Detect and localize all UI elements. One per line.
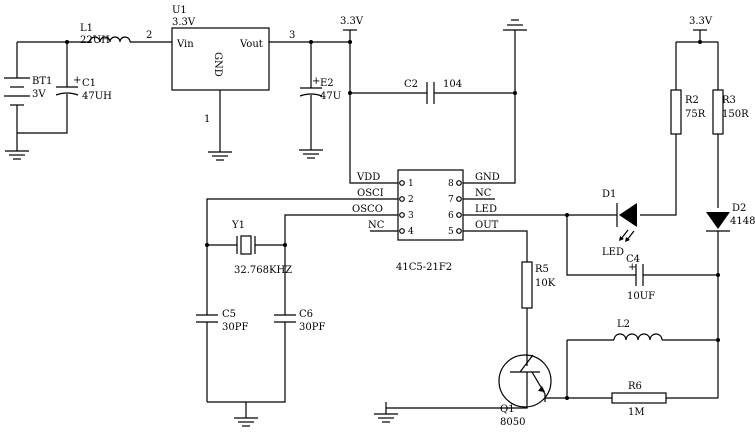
junction-dot <box>698 40 702 44</box>
ic-nc-right-label: NC <box>475 188 492 199</box>
inductor-l2 <box>566 333 718 398</box>
wire-out-r5 <box>463 230 528 262</box>
d2-ref: D2 <box>732 203 746 214</box>
ground-symbol-osc <box>234 402 258 427</box>
u1-vin-label: Vin <box>176 39 194 50</box>
junction-dot <box>716 338 720 342</box>
ic-led-label: LED <box>475 204 497 215</box>
u1-vout-label: Vout <box>239 39 263 50</box>
c1-value: 47UH <box>82 91 112 102</box>
r5-ref: R5 <box>535 264 549 275</box>
ic-pin7-number: 7 <box>448 195 454 205</box>
ground-symbol-top <box>463 19 527 184</box>
c5-value: 30PF <box>222 322 248 333</box>
ic-pin-circles <box>399 180 462 234</box>
ic-pin2-number: 2 <box>408 195 414 205</box>
u1-pin1-number: 1 <box>204 114 210 125</box>
rail-33v-right-label: 3.3V <box>689 16 713 27</box>
d2-value: 4148 <box>730 216 755 227</box>
regulator-u1-body <box>171 27 270 91</box>
r3-value: 150R <box>722 109 749 120</box>
inductor-l1 <box>89 36 172 43</box>
c5-ref: C5 <box>222 309 236 320</box>
e2-plus: + <box>312 76 320 87</box>
ic-pin5-number: 5 <box>448 227 454 237</box>
r5-value: 10K <box>535 278 556 289</box>
ic-pin1-number: 1 <box>408 179 414 189</box>
u1-supply-label: 3.3V <box>172 17 196 28</box>
u1-pin3-number: 3 <box>289 30 295 41</box>
y1-ref: Y1 <box>231 220 245 231</box>
r2-ref: R2 <box>685 95 699 106</box>
ic-pin6-number: 6 <box>448 211 454 221</box>
u1-ref: U1 <box>172 5 187 16</box>
ic-part-number: 41C5-21F2 <box>396 262 452 273</box>
l1-value: 22UH <box>80 35 110 46</box>
ic-nc-left-label: NC <box>368 220 385 231</box>
ic-out-label: OUT <box>475 220 499 231</box>
u1-gnd-label: GND <box>212 52 223 77</box>
r6-value: 1M <box>628 407 645 418</box>
c1-ref: C1 <box>82 78 96 89</box>
ic-osco-label: OSCO <box>352 204 383 215</box>
q1-value: 8050 <box>500 417 525 428</box>
capacitor-c1 <box>17 42 79 134</box>
wire-osco-c6 <box>284 214 370 315</box>
r2-value: 75R <box>685 109 706 120</box>
capacitor-e2 <box>299 42 323 159</box>
rail-33v-top-label: 3.3V <box>340 16 364 27</box>
ic-41c5-body <box>397 169 464 241</box>
l2-ref: L2 <box>617 319 630 330</box>
bt1-ref: BT1 <box>32 76 52 87</box>
ground-symbol-u1 <box>208 151 232 161</box>
e2-value: 47U <box>320 91 341 102</box>
e2-ref: E2 <box>320 78 334 89</box>
wire-vdd <box>349 42 398 184</box>
transistor-q1 <box>386 352 552 409</box>
u1-pin2-number: 2 <box>146 30 152 41</box>
vcc-rail-top <box>343 29 357 42</box>
ground-symbol-q1 <box>374 402 398 423</box>
junction-dot <box>565 396 569 400</box>
capacitor-c4 <box>566 215 718 286</box>
battery-bt1 <box>4 42 30 145</box>
capacitor-c5 <box>196 314 218 402</box>
c6-ref: C6 <box>299 309 313 320</box>
ic-pin8-number: 8 <box>448 179 454 189</box>
resistor-r6 <box>545 392 718 404</box>
y1-value: 32.768KHZ <box>234 265 292 276</box>
diode-d2 <box>706 212 730 398</box>
ground-symbol-bt1 <box>5 145 29 160</box>
resistor-r2 <box>640 42 682 216</box>
c2-value: 104 <box>443 79 462 90</box>
r3-ref: R3 <box>722 95 736 106</box>
q1-ref: Q1 <box>500 404 515 415</box>
c4-value: 10UF <box>627 291 655 302</box>
d1-value: LED <box>602 247 624 258</box>
c2-ref: C2 <box>404 79 418 90</box>
d1-ref: D1 <box>602 189 616 200</box>
led-d1 <box>612 203 637 242</box>
ic-pin3-number: 3 <box>408 211 414 221</box>
crystal-y1 <box>207 235 285 255</box>
vcc-rail-right <box>676 29 718 43</box>
c4-plus: + <box>628 262 636 273</box>
r6-ref: R6 <box>628 381 642 392</box>
bt1-value: 3V <box>32 89 46 100</box>
junction-dot <box>716 273 720 277</box>
ic-gnd-label: GND <box>475 172 500 183</box>
c4-ref: C4 <box>626 254 640 265</box>
capacitor-c6 <box>207 314 296 403</box>
ic-vdd-label: VDD <box>356 172 380 183</box>
ic-osci-label: OSCI <box>357 188 384 199</box>
wire-osci-c5 <box>206 198 370 315</box>
c1-plus: + <box>73 75 81 86</box>
resistor-r5 <box>521 261 533 352</box>
capacitor-c2 <box>350 82 515 104</box>
c6-value: 30PF <box>299 322 325 333</box>
ic-pin4-number: 4 <box>408 227 414 237</box>
resistor-r3 <box>712 42 724 208</box>
l1-ref: L1 <box>80 23 93 34</box>
